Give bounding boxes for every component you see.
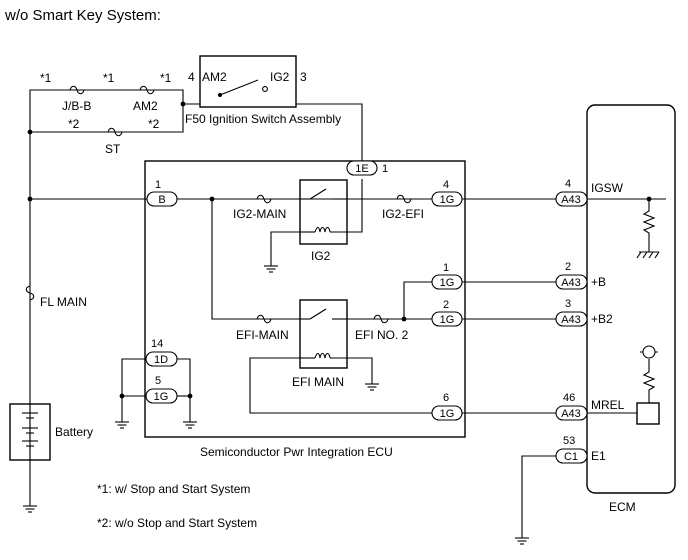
signal-plus-b: +B	[591, 275, 606, 289]
signal-igsw: IGSW	[591, 181, 624, 195]
pin-b-1: 1	[155, 179, 161, 191]
relay-efi-main-box	[299, 299, 348, 369]
fuse-fl-main-label: FL MAIN	[40, 295, 87, 309]
fuse-ig2-efi-label: IG2-EFI	[382, 207, 424, 221]
conn-1g-6: 1G	[440, 408, 455, 420]
pin-1d-14: 14	[151, 338, 163, 350]
ground-1g-icon	[182, 413, 198, 429]
ground-e1-icon	[514, 529, 530, 545]
mark-jbb-right: *1	[103, 71, 115, 85]
switch-pin-am2: 4	[188, 70, 195, 84]
pin-a43-46: 46	[563, 392, 575, 404]
wires	[29, 89, 666, 530]
pin-1g-1: 1	[443, 262, 449, 274]
battery-label: Battery	[55, 425, 93, 439]
ignition-switch-name: F50 Ignition Switch Assembly	[185, 112, 341, 126]
conn-b: B	[158, 194, 165, 206]
pin-1g-2: 2	[443, 299, 449, 311]
ground-battery-icon	[22, 497, 38, 513]
note-2: *2: w/o Stop and Start System	[97, 516, 257, 530]
switch-blade-icon	[219, 79, 259, 96]
ground-icons	[22, 257, 530, 545]
conn-1g-5: 1G	[154, 391, 169, 403]
switch-term-am2: AM2	[202, 70, 227, 84]
mark-am2: *1	[160, 71, 172, 85]
conn-1g-1: 1G	[440, 277, 455, 289]
switch-term-ig2: IG2	[270, 70, 290, 84]
mark-st-left: *2	[68, 117, 80, 131]
mark-jbb-left: *1	[40, 71, 52, 85]
relay-efi-coil-icon	[314, 352, 331, 359]
conn-c1-53: C1	[564, 451, 578, 463]
ecm-mrel-driver-icon	[636, 402, 660, 425]
relay-ig2-box	[299, 179, 348, 245]
ignition-switch-box	[199, 55, 297, 108]
fuse-am2-label: AM2	[133, 99, 158, 113]
pin-1g-6: 6	[443, 392, 449, 404]
ecu-box	[144, 160, 466, 438]
relay-efi-contact-icon	[309, 308, 327, 320]
battery: Battery	[9, 403, 93, 461]
signal-mrel: MREL	[591, 398, 625, 412]
ignition-switch-assembly: AM2 IG2 4 3 F50 Ignition Switch Assembly	[185, 55, 341, 126]
pin-1g-4: 4	[443, 179, 449, 191]
pin-a43-4: 4	[565, 178, 571, 190]
conn-a43-46: A43	[561, 408, 581, 420]
pin-1g-5: 5	[155, 375, 161, 387]
relay-ig2-contact-icon	[309, 188, 327, 200]
ecu-name: Semiconductor Pwr Integration ECU	[200, 445, 393, 459]
signal-plus-b2: +B2	[591, 312, 613, 326]
fuse-efi-no2-label: EFI NO. 2	[355, 328, 409, 342]
conn-1g-4: 1G	[440, 194, 455, 206]
ground-efi-relay-icon	[364, 375, 380, 391]
pin-c1-53: 53	[563, 435, 575, 447]
pin-1e-1: 1	[382, 163, 388, 175]
note-1: *1: w/ Stop and Start System	[97, 482, 250, 496]
fuse-st-label: ST	[105, 142, 121, 156]
conn-1d: 1D	[154, 354, 168, 366]
page-title: w/o Smart Key System:	[4, 7, 161, 24]
fuse-jbb-label: J/B-B	[62, 99, 91, 113]
pin-a43-2: 2	[565, 261, 571, 273]
switch-pin-ig2: 3	[300, 70, 307, 84]
conn-1g-2: 1G	[440, 314, 455, 326]
junction-dots	[27, 101, 652, 399]
ecm-power-terminal-icon	[642, 345, 656, 359]
ecm-box	[586, 104, 676, 494]
pin-a43-3: 3	[565, 298, 571, 310]
ground-1d-icon	[114, 413, 130, 429]
conn-a43-4: A43	[561, 194, 581, 206]
signal-e1: E1	[591, 449, 606, 463]
mark-st-right: *2	[148, 117, 160, 131]
relay-ig2-label: IG2	[311, 249, 331, 263]
conn-a43-3: A43	[561, 314, 581, 326]
conn-a43-2: A43	[561, 277, 581, 289]
relay-ig2-coil-icon	[314, 226, 331, 233]
fuse-efi-main-label: EFI-MAIN	[236, 328, 289, 342]
ground-ig2-relay-icon	[263, 257, 279, 273]
relay-efi-main-label: EFI MAIN	[292, 375, 344, 389]
ecm: ECM A43 4 IGSW A43 2 +B A43 3 +B2 A43 46…	[555, 104, 676, 514]
semiconductor-ecu: Semiconductor Pwr Integration ECU IG2 EF…	[144, 160, 466, 459]
ig2-contact-icon	[262, 86, 268, 92]
fuse-ig2-main-label: IG2-MAIN	[233, 207, 286, 221]
ecm-name: ECM	[609, 500, 636, 514]
conn-1e: 1E	[355, 163, 368, 175]
